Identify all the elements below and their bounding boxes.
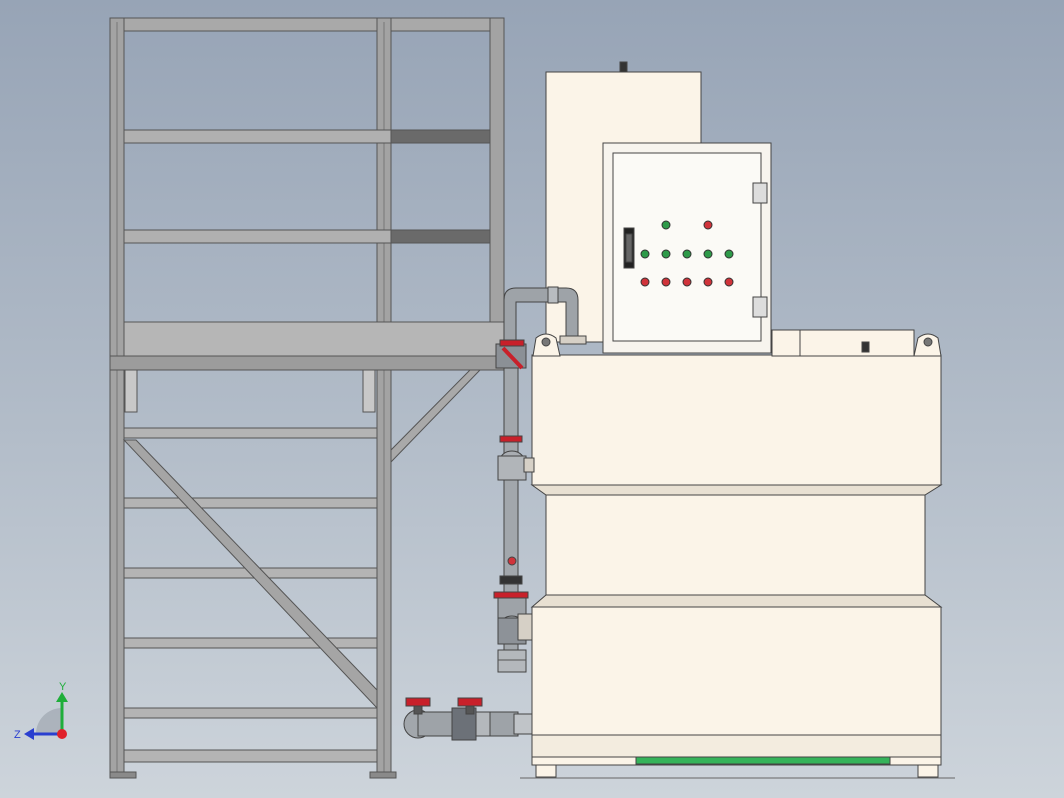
lamp-red	[724, 277, 734, 287]
lamp-red	[640, 277, 650, 287]
lamp-red	[682, 277, 692, 287]
lamp-green	[661, 249, 671, 259]
axis-y-label: Y	[59, 681, 67, 693]
lamp-red	[661, 277, 671, 287]
lamp-red	[703, 277, 713, 287]
lamp-green	[724, 249, 734, 259]
platform-frame	[109, 17, 505, 779]
pipework	[403, 286, 587, 741]
axis-z-label: Z	[14, 729, 21, 741]
lamp-green	[703, 249, 713, 259]
lamp-red	[703, 220, 713, 230]
lamp-green	[661, 220, 671, 230]
axis-triad: Y Z	[14, 681, 68, 741]
control-cabinet	[602, 142, 772, 354]
indicator-lamps	[640, 220, 734, 287]
lamp-green	[682, 249, 692, 259]
lamp-green	[640, 249, 650, 259]
